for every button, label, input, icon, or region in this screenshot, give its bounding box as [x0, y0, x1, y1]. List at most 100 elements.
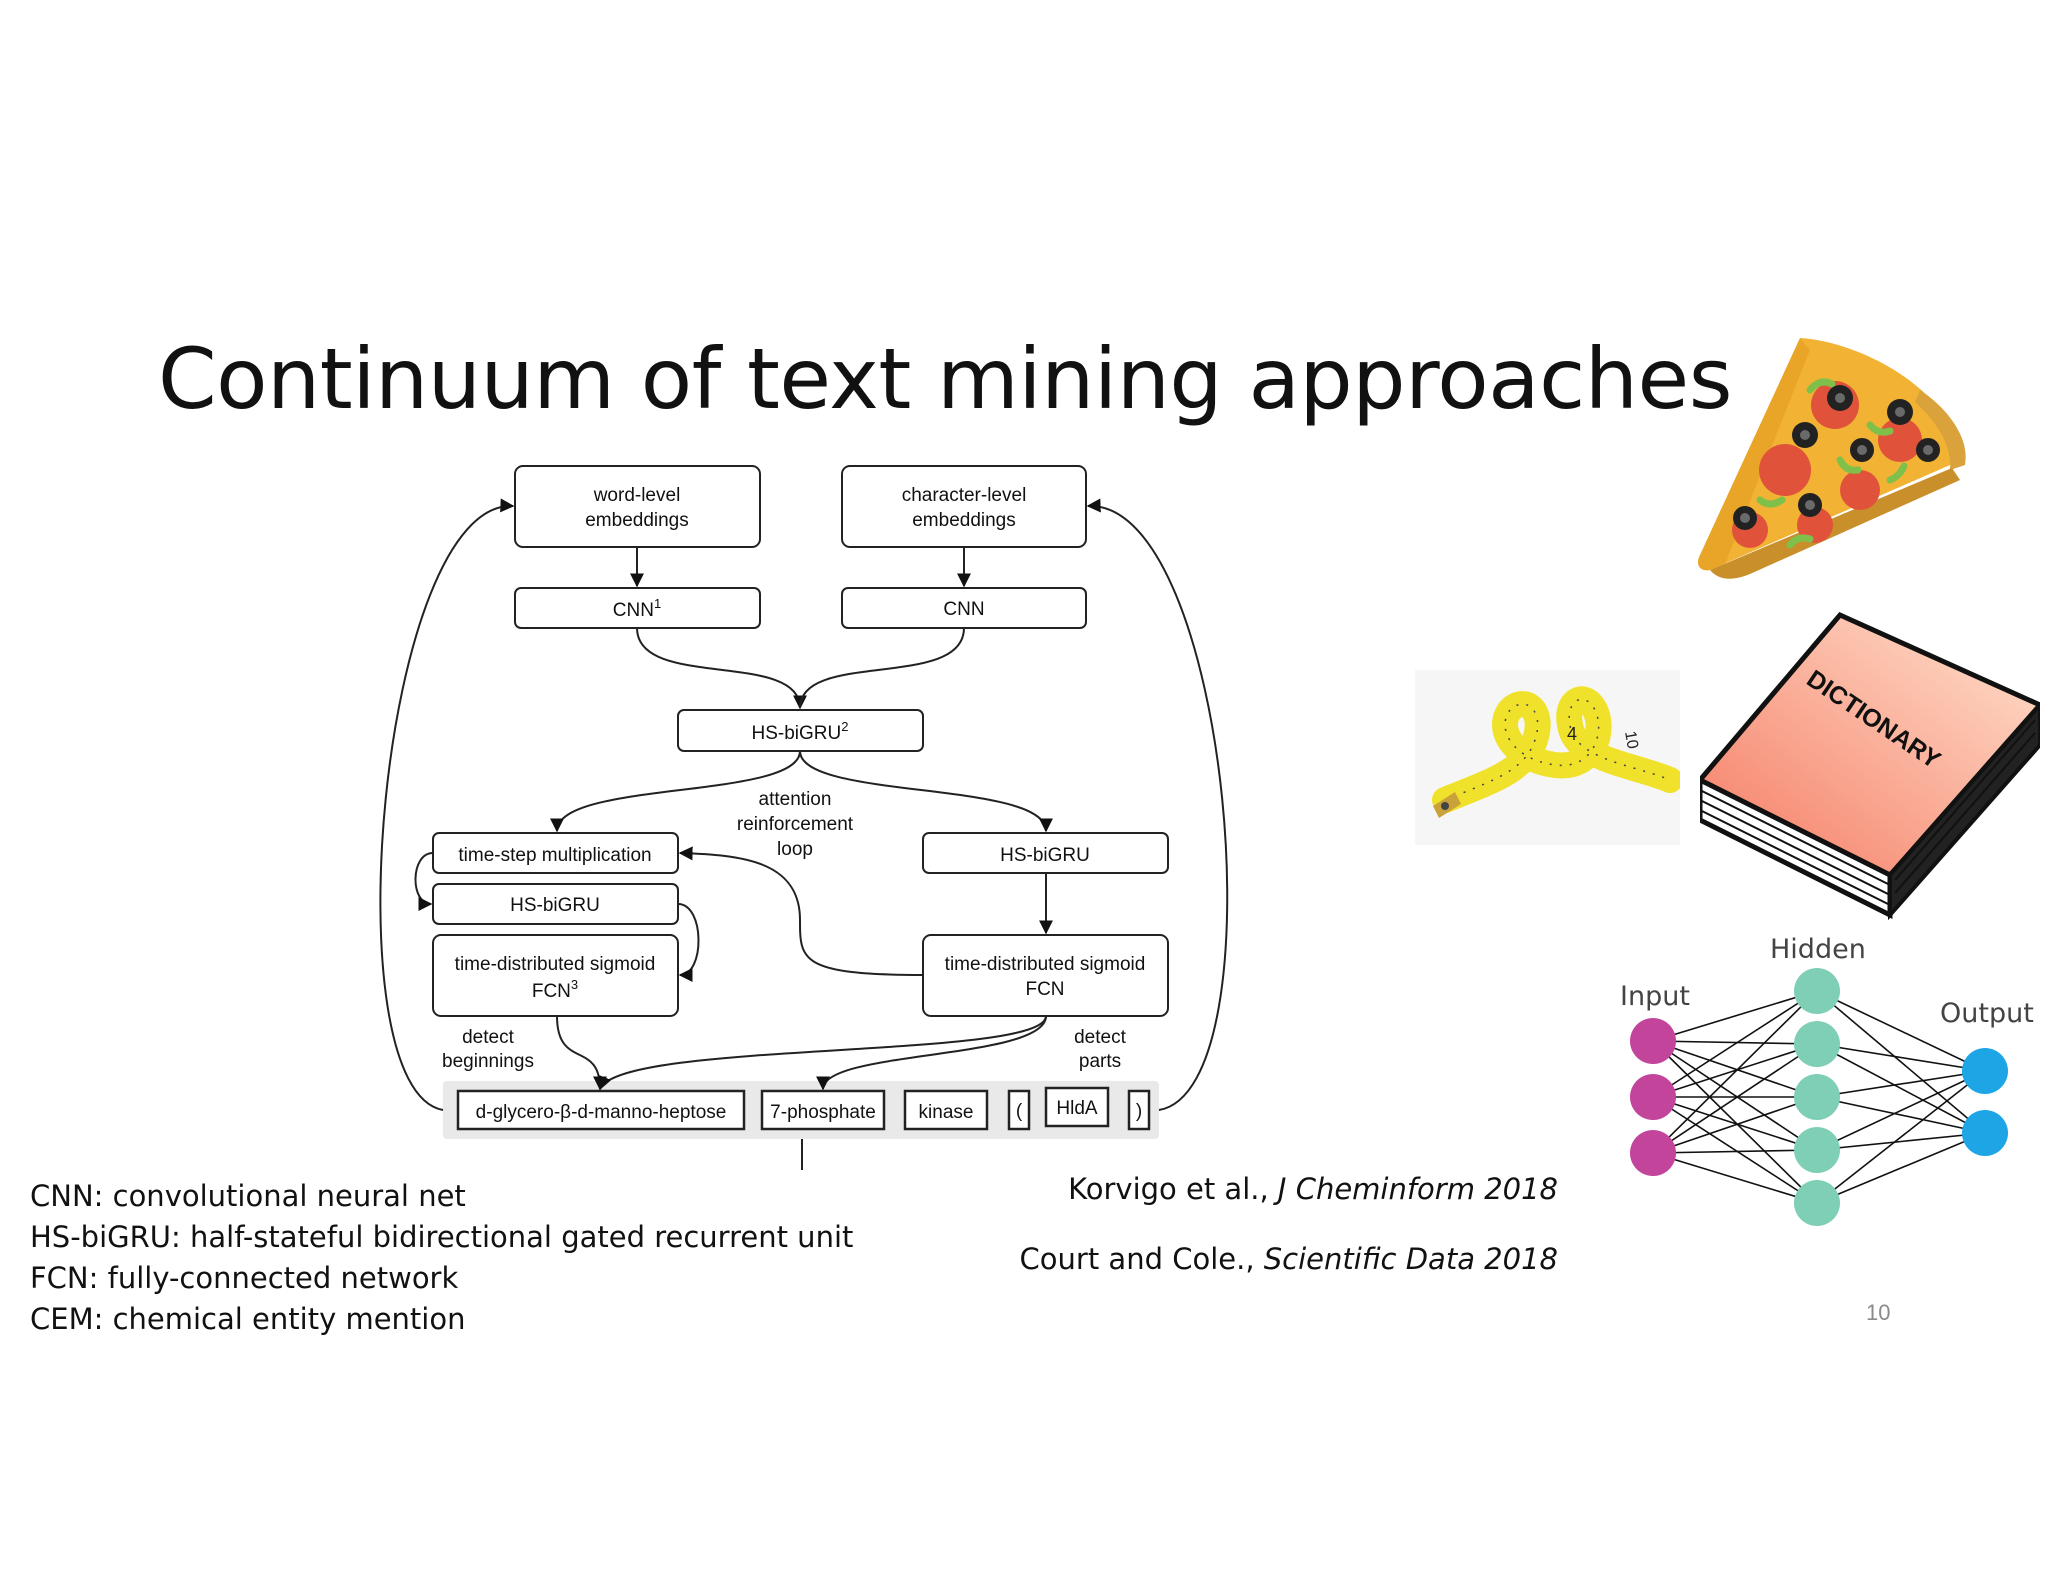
nn-edge [1816, 1070, 1986, 1204]
char-embeddings-line1: character-level [902, 485, 1027, 506]
nn-hidden-node-4 [1794, 1127, 1840, 1173]
nn-edge [1816, 990, 1986, 1072]
char-embeddings-box [841, 465, 1087, 548]
detect-parts-line1: detect [1074, 1027, 1126, 1048]
bigru-left-label: HS-biGRU [510, 895, 600, 916]
bigru-top-sup: 2 [841, 719, 848, 734]
bigru-right-label: HS-biGRU [1000, 845, 1090, 866]
fcn-right-line1: time-distributed sigmoid [945, 954, 1146, 975]
token-1: d-glycero-β-d-manno-heptose [476, 1102, 727, 1123]
nn-hidden-node-2 [1794, 1021, 1840, 1067]
nn-edge [1816, 1096, 1986, 1134]
char-embeddings-line2: embeddings [912, 510, 1016, 531]
nn-edge [1652, 1040, 1818, 1151]
nn-edge [1652, 990, 1818, 1098]
nn-input-node-1 [1630, 1018, 1676, 1064]
abbreviation-hs-bigru: HS-biGRU: half-stateful bidirectional ga… [30, 1220, 854, 1254]
slide-title: Continuum of text mining approaches [158, 330, 1733, 428]
nn-hidden-node-3 [1794, 1074, 1840, 1120]
token-3: kinase [919, 1102, 974, 1123]
fcn-left-line1: time-distributed sigmoid [455, 954, 656, 975]
nn-edge [1652, 1149, 1818, 1154]
abbreviation-list: CNN: convolutional neural net HS-biGRU: … [30, 1176, 853, 1340]
fcn-left-line2: FCN3 [532, 977, 578, 1002]
bigru-top-label: HS-biGRU2 [752, 719, 849, 744]
nn-input-label: Input [1620, 981, 1690, 1012]
detect-parts-line2: parts [1079, 1051, 1121, 1072]
nn-edge [1816, 1070, 1986, 1098]
fcn-left-text: FCN [532, 981, 571, 1002]
nn-edge [1652, 1040, 1818, 1045]
nn-edge [1816, 1043, 1986, 1072]
tape-number-4: 4 [1567, 724, 1577, 744]
token-box-6 [1127, 1089, 1151, 1131]
token-box-1 [456, 1089, 746, 1131]
attention-line1: attention [759, 789, 832, 810]
word-embeddings-box [514, 465, 761, 548]
citation-korvigo-journal: J Cheminform 2018 [1277, 1172, 1558, 1206]
nn-edge [1816, 990, 1986, 1134]
abbreviation-cnn: CNN: convolutional neural net [30, 1179, 466, 1213]
fcn-left-box [432, 934, 679, 1017]
citation-court-authors: Court and Cole., [1019, 1242, 1264, 1276]
dictionary-book-icon: DICTIONARY [1700, 611, 2040, 921]
nn-hidden-node-1 [1794, 968, 1840, 1014]
nn-output-node-1 [1962, 1048, 2008, 1094]
token-box-4 [1007, 1089, 1031, 1131]
cnn1-label: CNN1 [613, 596, 661, 621]
abbreviation-fcn: FCN: fully-connected network [30, 1261, 459, 1295]
nn-edge [1652, 1043, 1818, 1098]
abbreviation-cem: CEM: chemical entity mention [30, 1302, 466, 1336]
page-number: 10 [1866, 1300, 1891, 1325]
nn-edge [1652, 1096, 1818, 1151]
word-embeddings-line1: word-level [593, 485, 681, 506]
detect-beginnings-line2: beginnings [442, 1051, 534, 1072]
nn-edge [1652, 1040, 1818, 1098]
tape-number-10: 10 [1621, 730, 1641, 751]
nn-edge [1652, 1043, 1818, 1154]
fcn-right-line2: FCN [1025, 979, 1064, 1000]
token-6: ) [1136, 1101, 1142, 1122]
measuring-tape-icon: 4 10 [1415, 670, 1680, 845]
nn-output-node-2 [1962, 1110, 2008, 1156]
nn-edge [1652, 1152, 1818, 1204]
neural-network-icon: Input Hidden Output [1620, 934, 2034, 1226]
nn-edge [1816, 1132, 1986, 1151]
nn-input-node-2 [1630, 1074, 1676, 1120]
fcn-right-box [922, 934, 1169, 1017]
attention-line2: reinforcement [737, 814, 854, 835]
nn-input-node-3 [1630, 1130, 1676, 1176]
nn-hidden-label: Hidden [1770, 934, 1866, 965]
cnn1-text: CNN [613, 600, 654, 621]
nn-edge [1652, 990, 1818, 1042]
bigru-top-text: HS-biGRU [752, 723, 842, 744]
token-box-5 [1044, 1086, 1110, 1128]
nn-hidden-node-5 [1794, 1180, 1840, 1226]
attention-line3: loop [777, 839, 813, 860]
detect-beginnings-line1: detect [462, 1027, 514, 1048]
token-box-2 [760, 1089, 886, 1131]
pizza-icon [1698, 338, 1966, 579]
nn-output-label: Output [1940, 998, 2034, 1029]
nn-edge [1652, 1096, 1818, 1204]
nn-edge [1652, 1096, 1818, 1154]
token-2: 7-phosphate [770, 1102, 876, 1123]
nn-edge [1652, 990, 1818, 1154]
citation-court: Court and Cole., Scientific Data 2018 [1020, 1242, 1558, 1276]
nn-edge [1816, 1070, 1986, 1151]
fcn-left-sup: 3 [571, 977, 578, 992]
nn-edge [1816, 1043, 1986, 1134]
token-4: ( [1016, 1101, 1023, 1122]
token-5: HldA [1056, 1098, 1098, 1119]
cnn2-label: CNN [943, 599, 984, 620]
word-embeddings-line2: embeddings [585, 510, 689, 531]
cnn1-sup: 1 [654, 596, 661, 611]
nn-edge [1816, 1132, 1986, 1204]
nn-edge [1652, 1040, 1818, 1204]
citation-court-journal: Scientific Data 2018 [1263, 1242, 1558, 1276]
citation-korvigo: Korvigo et al., J Cheminform 2018 [1068, 1172, 1558, 1206]
time-step-label: time-step multiplication [458, 845, 651, 866]
token-box-3 [903, 1089, 989, 1131]
citation-korvigo-authors: Korvigo et al., [1068, 1172, 1278, 1206]
